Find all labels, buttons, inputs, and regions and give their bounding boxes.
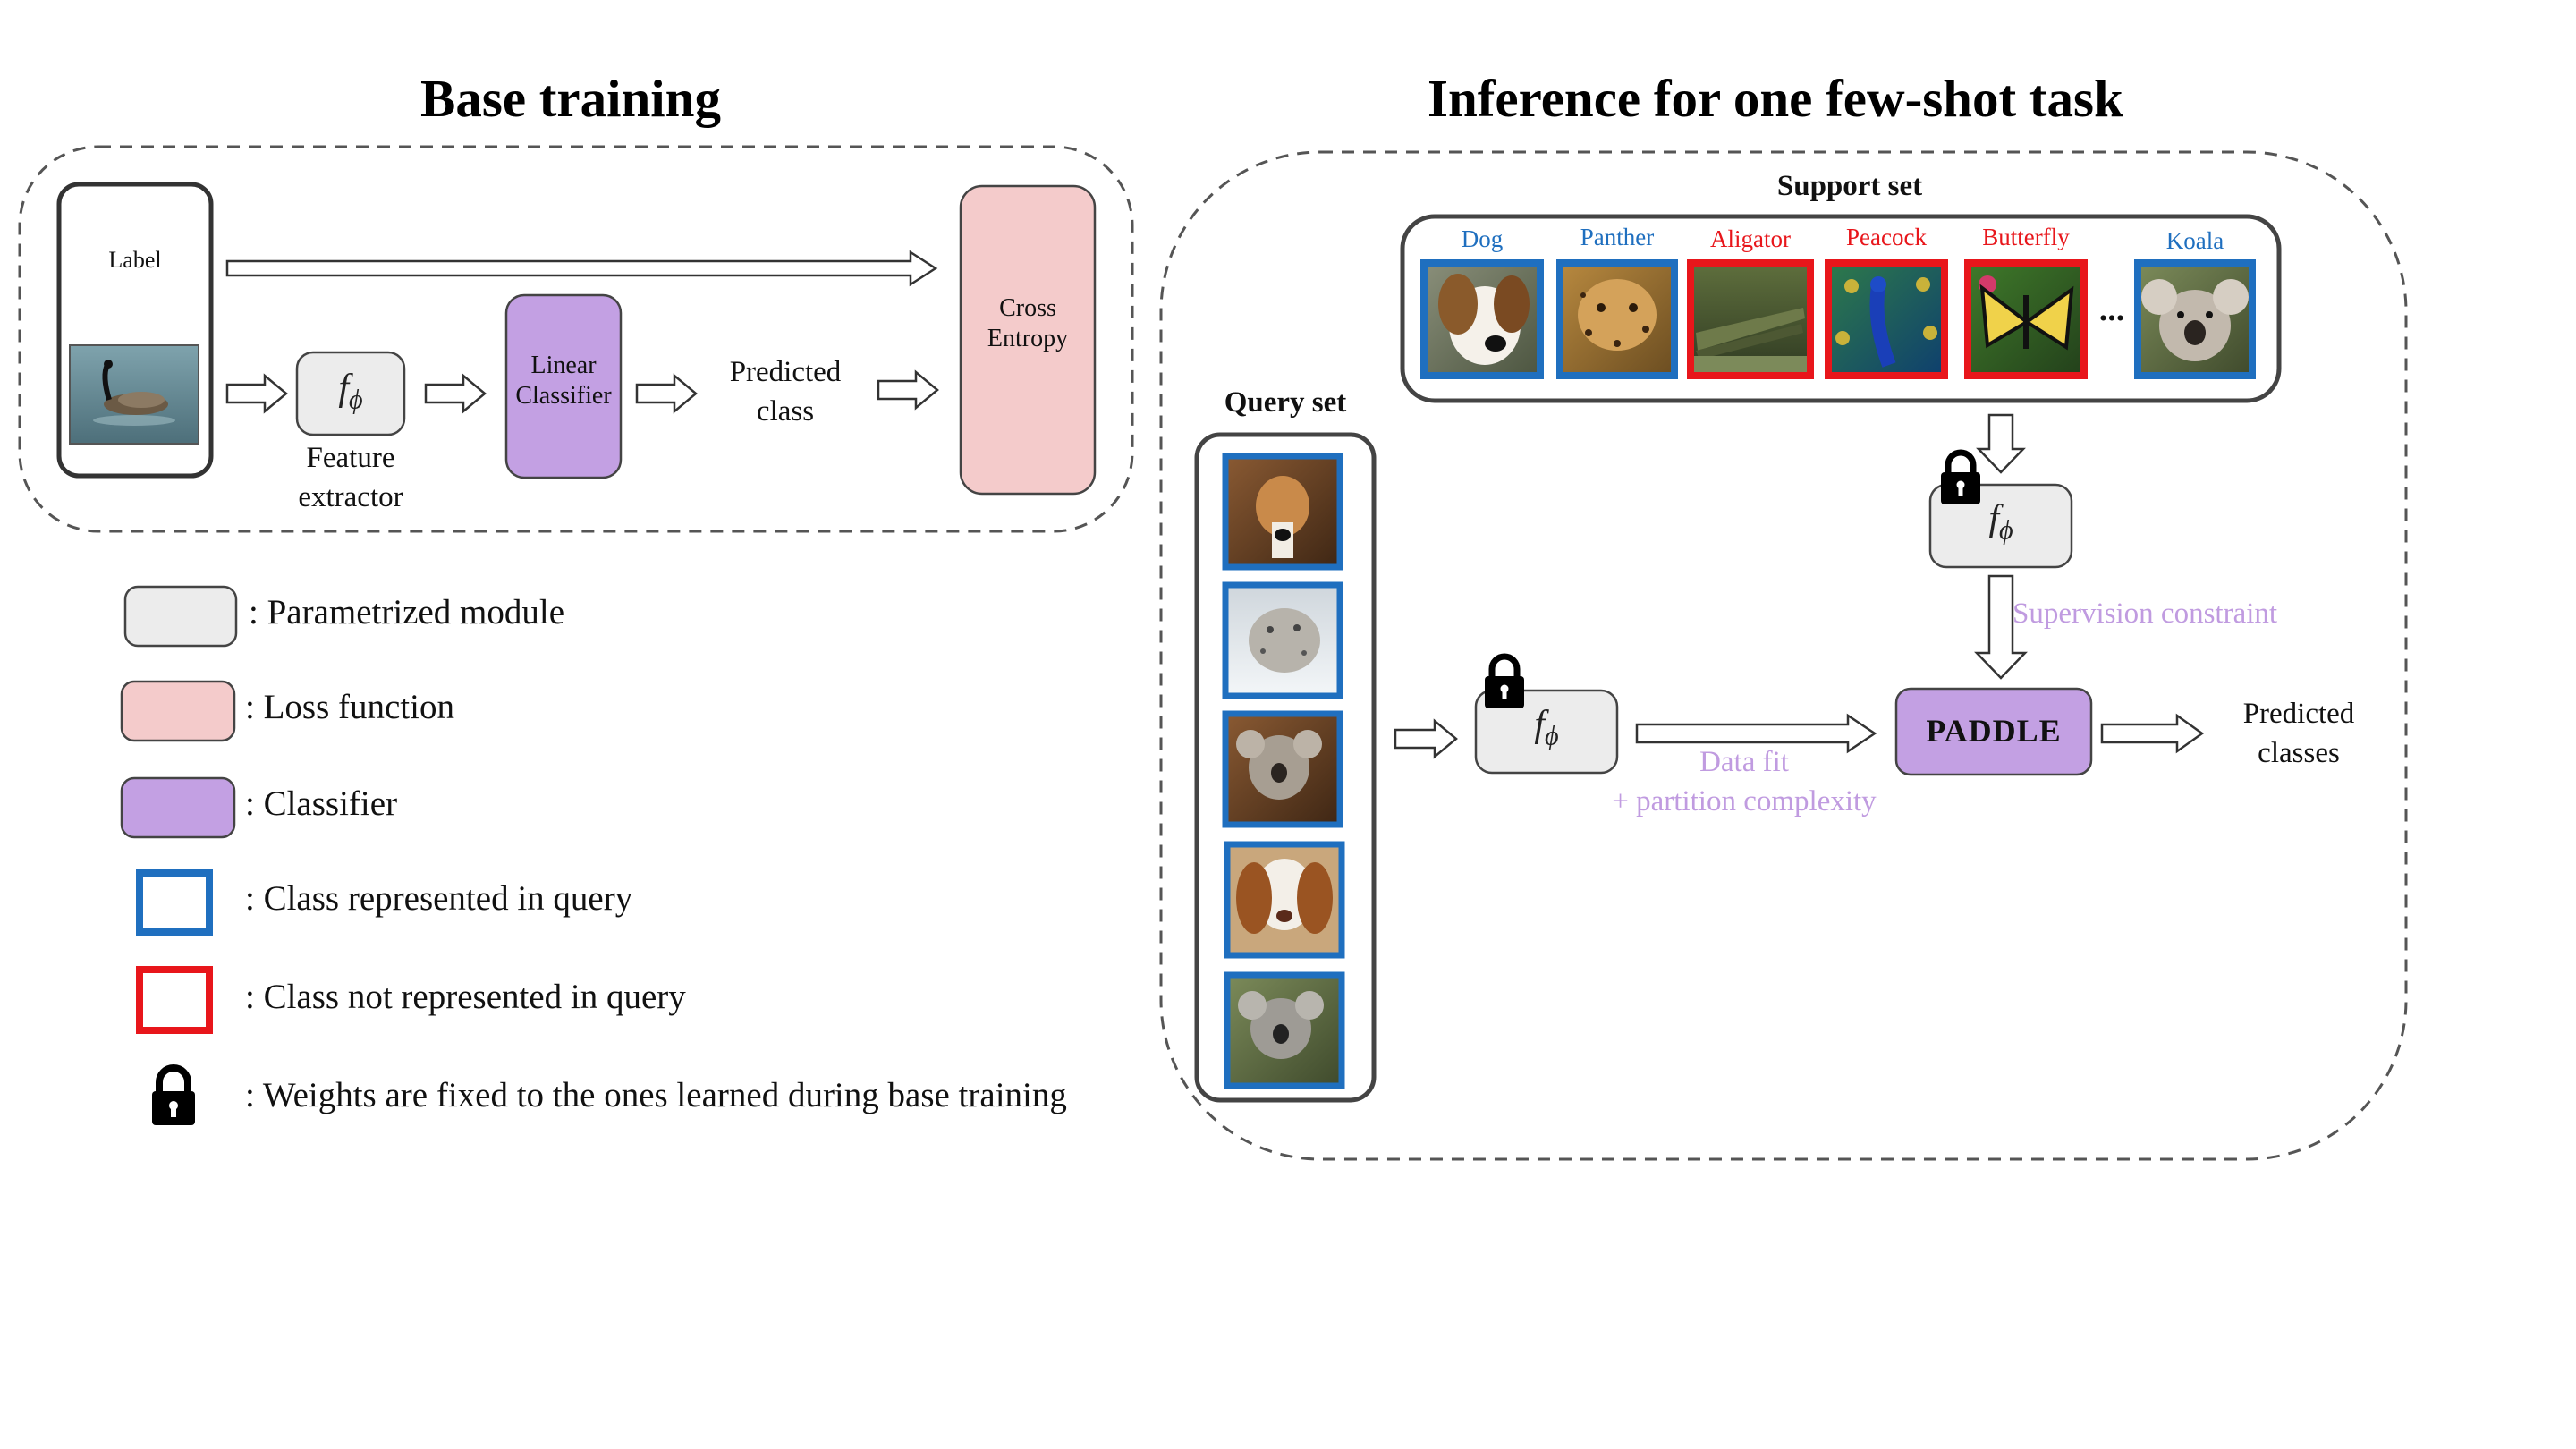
legend-classifier-text: : Classifier (245, 784, 398, 823)
predicted-to-loss-arrow (877, 369, 939, 411)
support-class-panther: Panther (1580, 224, 1655, 250)
cross-entropy-label: Cross Entropy (987, 294, 1069, 352)
query-set-title: Query set (1224, 386, 1347, 419)
classifier-to-predicted-arrow (635, 373, 698, 414)
paddle-to-predicted-arrow (2100, 713, 2205, 754)
cross-entropy-box (959, 184, 1097, 496)
query-image-dog (1222, 453, 1343, 571)
support-lock-icon (1941, 449, 1980, 504)
support-class-dog: Dog (1461, 225, 1504, 252)
query-feature-extractor-box (1474, 689, 1619, 775)
legend-red-frame-text: : Class not represented in query (245, 978, 686, 1016)
feature-extractor-caption: Feature extractor (298, 442, 403, 513)
linear-classifier-label: Linear Classifier (515, 352, 612, 410)
label-to-loss-arrow (225, 250, 938, 287)
legend-swatch-blue-frame (136, 869, 213, 936)
support-class-aligator: Aligator (1710, 225, 1791, 252)
legend-parametrized-text: : Parametrized module (249, 593, 565, 631)
query-to-extractor-arrow (1394, 718, 1458, 759)
legend-lock-text: : Weights are fixed to the ones learned … (245, 1076, 1067, 1114)
paddle-box (1894, 687, 2093, 776)
support-image-aligator (1687, 259, 1814, 379)
support-image-koala (2134, 259, 2256, 379)
base-feature-extractor-box (295, 351, 406, 436)
support-set-title: Support set (1776, 170, 1923, 202)
goose-image (69, 344, 199, 445)
predicted-class-label: Predicted class (729, 356, 842, 428)
query-image-koala (1222, 710, 1343, 828)
linear-classifier-box (504, 293, 623, 479)
supervision-constraint-label: Supervision constraint (2012, 597, 2278, 630)
support-class-koala: Koala (2165, 227, 2224, 254)
inference-dashed-region (1159, 150, 2408, 1161)
support-class-butterfly: Butterfly (1982, 224, 2070, 250)
support-image-dog (1420, 259, 1544, 379)
predicted-classes-label: Predicted classes (2242, 698, 2355, 769)
support-feature-extractor-box (1928, 483, 2073, 569)
data-fit-label: Data fit + partition complexity (1612, 746, 1877, 818)
legend-blue-frame-text: : Class represented in query (245, 879, 633, 918)
query-lock-icon (1485, 653, 1524, 708)
supervision-arrow (1974, 574, 2028, 680)
query-image-snow-leopard (1222, 581, 1343, 699)
support-to-extractor-arrow (1976, 413, 2026, 474)
query-feature-extractor-symbol: fϕ (1534, 704, 1559, 751)
support-image-panther (1556, 259, 1678, 379)
support-image-butterfly (1964, 259, 2088, 379)
base-training-dashed-region (18, 145, 1134, 533)
support-image-peacock (1825, 259, 1948, 379)
support-class-peacock: Peacock (1846, 224, 1927, 250)
legend-loss-text: : Loss function (245, 688, 454, 726)
legend-swatch-classifier (120, 776, 236, 839)
legend-lock-icon (152, 1064, 195, 1125)
query-image-koala-2 (1224, 971, 1345, 1089)
support-feature-extractor-symbol: fϕ (1988, 498, 2013, 546)
support-ellipsis: ... (2098, 291, 2125, 328)
image-to-extractor-arrow (225, 373, 288, 414)
legend-swatch-parametrized (123, 585, 238, 648)
query-image-dog-2 (1224, 841, 1345, 959)
extractor-to-classifier-arrow (424, 373, 487, 414)
data-fit-arrow (1635, 713, 1877, 754)
base-training-title: Base training (420, 69, 721, 128)
label-text: Label (108, 247, 162, 273)
base-feature-extractor-symbol: fϕ (338, 368, 363, 415)
inference-title: Inference for one few-shot task (1428, 69, 2123, 128)
legend-swatch-loss (120, 680, 236, 742)
legend-swatch-red-frame (136, 966, 213, 1034)
paddle-label: PADDLE (1926, 713, 2062, 749)
